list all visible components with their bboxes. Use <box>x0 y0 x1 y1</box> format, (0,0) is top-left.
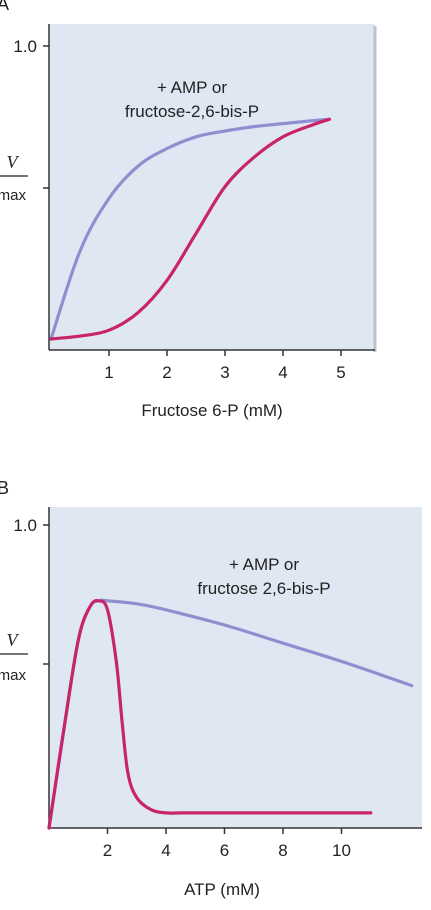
x-tick-label: 10 <box>332 841 351 860</box>
panel-b-ylabel-denominator: max <box>0 667 26 684</box>
panel-a-letter: A <box>0 0 9 14</box>
panel-b-curves <box>47 598 414 830</box>
panel-b: B 1.0 V max 2 4 6 8 10 + AMP or fructose 2,6… <box>0 478 422 899</box>
basal-curve <box>49 117 331 341</box>
panel-a-ylabel: V <box>7 152 20 172</box>
panel-b-ylabel: V <box>7 630 20 650</box>
x-tick-label: 5 <box>336 363 345 382</box>
panel-a-annotation-line-1: + AMP or <box>157 78 227 97</box>
panel-a-y-tick-label: 1.0 <box>13 37 37 56</box>
x-tick-label: 2 <box>162 363 171 382</box>
panel-a-ylabel-denominator: max <box>0 187 26 204</box>
x-tick-label: 4 <box>278 363 287 382</box>
panel-a-curves <box>49 117 331 341</box>
panel-b-x-axis-title: ATP (mM) <box>184 880 260 899</box>
x-tick-label: 1 <box>104 363 113 382</box>
panel-a-plot-area <box>49 24 375 350</box>
x-tick-label: 6 <box>220 841 229 860</box>
x-tick-label: 3 <box>220 363 229 382</box>
panel-a-x-axis-title: Fructose 6-P (mM) <box>141 401 282 420</box>
x-tick-label: 8 <box>278 841 287 860</box>
panel-b-y-tick-label: 1.0 <box>13 516 37 535</box>
panel-a: A 1.0 V max 1 2 3 4 5 + AMP or fructose-2,6-… <box>0 0 377 420</box>
panel-b-annotation-line-1: + AMP or <box>229 555 299 574</box>
x-tick-label: 2 <box>103 841 112 860</box>
panel-a-annotation-line-2: fructose-2,6-bis-P <box>125 102 259 121</box>
basal-curve <box>47 598 373 830</box>
panel-b-annotation-line-2: fructose 2,6-bis-P <box>197 579 330 598</box>
panel-b-x-ticks: 2 4 6 8 10 <box>103 828 351 860</box>
panel-b-letter: B <box>0 478 9 498</box>
panel-a-x-ticks: 1 2 3 4 5 <box>104 350 346 382</box>
activated-curve <box>49 117 331 341</box>
x-tick-label: 4 <box>161 841 170 860</box>
